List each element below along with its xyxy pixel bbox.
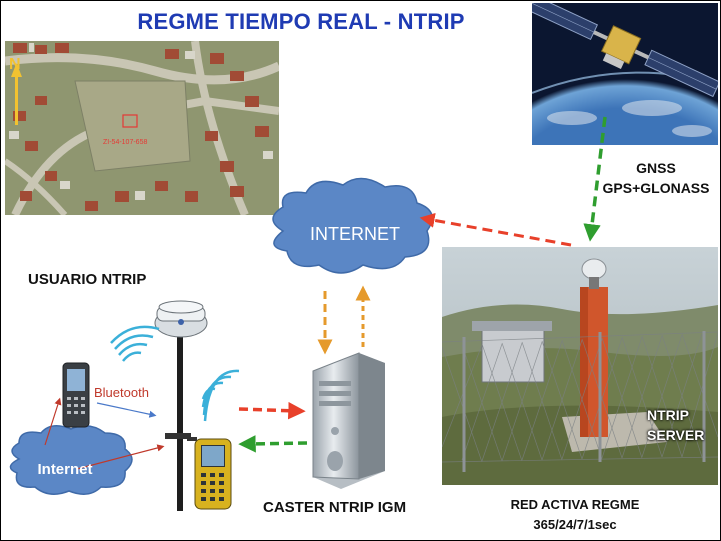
arrow-internet-to-phone [44, 397, 62, 446]
satellite-photo [532, 3, 718, 145]
aerial-photo-art: ZI-54-107-658 N [5, 41, 279, 215]
mobile-phone-icon [62, 362, 90, 428]
slide-title: REGME TIEMPO REAL - NTRIP [137, 9, 465, 34]
internet-cloud-label: INTERNET [310, 224, 400, 244]
red-activa-line2: 365/24/7/1sec [533, 517, 617, 532]
ntrip-server-label: NTRIP SERVER [647, 405, 704, 445]
red-activa-line1: RED ACTIVA REGME [510, 497, 640, 512]
wireless-waves-receiver [201, 369, 240, 422]
bluetooth-label: Bluetooth [94, 385, 149, 400]
arrow-receiver-to-caster [238, 401, 306, 420]
usuario-ntrip-label: USUARIO NTRIP [28, 271, 147, 288]
wireless-waves-antenna [110, 325, 160, 362]
caster-server-icon [312, 352, 385, 489]
red-activa-label: RED ACTIVA REGME 365/24/7/1sec [495, 495, 655, 535]
internet-small-label: Internet [37, 461, 93, 478]
ntrip-server-line2: SERVER [647, 427, 705, 443]
reference-station-photo [442, 247, 718, 485]
caster-ntrip-label: CASTER NTRIP IGM [263, 499, 407, 516]
ntrip-server-line1: NTRIP [647, 407, 689, 423]
arrow-bluetooth [96, 402, 157, 418]
arrow-caster-to-receiver [238, 435, 308, 453]
aerial-photo: ZI-54-107-658 N [5, 41, 279, 215]
gnss-label: GNSS GPS+GLONASS [601, 158, 711, 198]
arrow-satellite-to-station [583, 116, 607, 242]
arrow-station-to-internet [419, 212, 572, 247]
gnss-label-line1: GNSS [636, 160, 676, 176]
gnss-label-line2: GPS+GLONASS [602, 180, 710, 196]
north-label: N [9, 56, 21, 73]
field-controller-icon [194, 438, 232, 510]
arrow-internet-to-pole [76, 444, 165, 470]
satellite-art [532, 3, 718, 145]
internet-small-cloud [9, 425, 133, 495]
aerial-marker-label: ZI-54-107-658 [103, 139, 147, 146]
station-art [442, 247, 718, 485]
gnss-receiver-pole [154, 300, 208, 511]
